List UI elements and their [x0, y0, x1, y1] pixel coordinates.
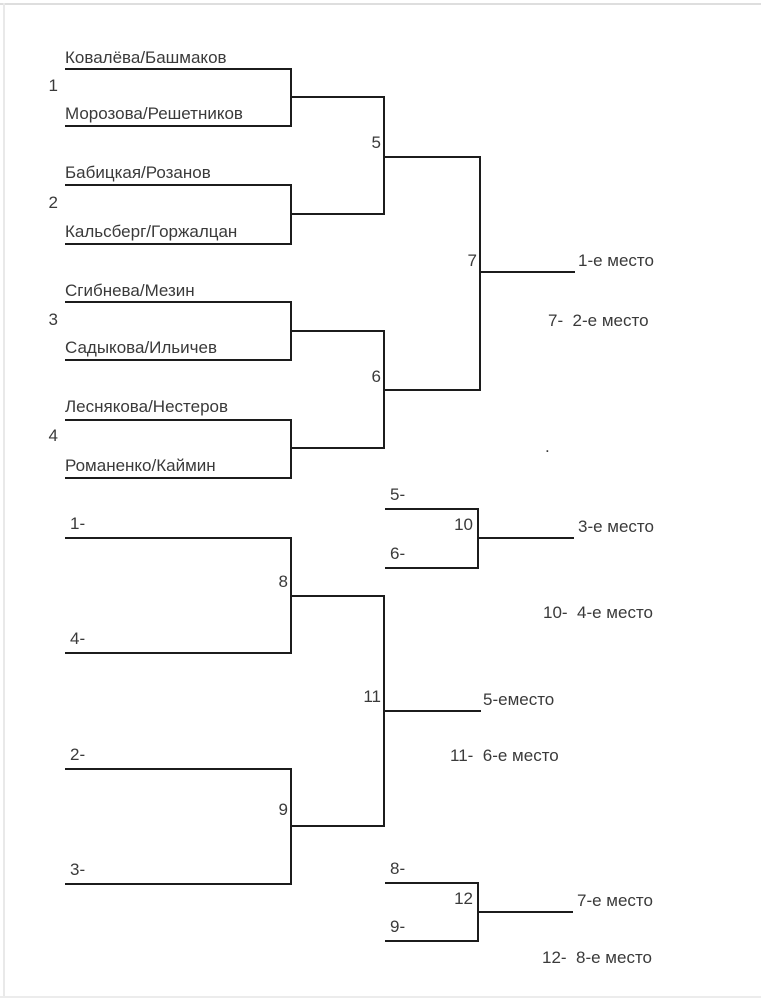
seed-slot: 3-: [70, 860, 86, 879]
bracket-line: [383, 389, 481, 391]
bracket-line: [65, 68, 292, 70]
match-number: 5: [371, 133, 381, 152]
bracket-line: [479, 156, 481, 391]
seed-slot: 8-: [390, 859, 406, 878]
bracket-line: [290, 330, 385, 332]
bracket-line: [290, 825, 385, 827]
bracket-line: [290, 96, 385, 98]
seed-slot: 5-: [390, 485, 406, 504]
page-top-border: [0, 3, 761, 5]
place-label-3rd: 3-е место: [578, 517, 654, 536]
bracket-line: [385, 508, 479, 510]
team-name: Ковалёва/Башмаков: [65, 48, 227, 67]
bracket-line: [385, 567, 479, 569]
bracket-line: [65, 125, 292, 127]
seed-slot: 6-: [390, 544, 406, 563]
match-number: 2: [48, 193, 58, 212]
match-number: 10: [454, 515, 473, 534]
match-number: 3: [48, 310, 58, 329]
page-left-border: [3, 3, 5, 997]
match-number: 12: [454, 889, 473, 908]
bracket-line: [385, 940, 479, 942]
match-number: 8: [278, 572, 288, 591]
bracket-line: [65, 359, 292, 361]
place-label-5th: 5-еместо: [483, 690, 555, 709]
team-name: Романенко/Каймин: [65, 456, 216, 475]
bracket-line: [383, 156, 481, 158]
bracket-line: [65, 768, 292, 770]
bracket-line: [290, 447, 385, 449]
team-name: Садыкова/Ильичев: [65, 338, 217, 357]
bracket-line: [290, 419, 292, 479]
place-label-4th: 10- 4-е место: [543, 603, 654, 622]
place-label-8th: 12- 8-е место: [542, 948, 653, 967]
bracket-line: [65, 883, 292, 885]
team-name: Бабицкая/Розанов: [65, 163, 211, 182]
bracket-line: [477, 911, 573, 913]
seed-slot: 1-: [70, 514, 86, 533]
bracket-line: [65, 477, 292, 479]
place-label-7th: 7-е место: [577, 891, 653, 910]
team-name: Леснякова/Нестеров: [65, 397, 229, 416]
seed-slot: 4-: [70, 629, 86, 648]
bracket-line: [65, 419, 292, 421]
team-name: Кальсберг/Горжалцан: [65, 222, 238, 241]
seed-slot: 2-: [70, 745, 86, 764]
place-label-6th: 11- 6-е место: [450, 746, 559, 765]
bracket-line: [385, 882, 479, 884]
stray-dot: .: [545, 437, 550, 456]
bracket-line: [65, 652, 292, 654]
match-number: 11: [363, 687, 381, 706]
match-number: 9: [278, 800, 288, 819]
bracket-line: [290, 595, 385, 597]
bracket-line: [65, 184, 292, 186]
page-bottom-border: [0, 996, 761, 998]
team-name: Сгибнева/Мезин: [65, 281, 195, 300]
bracket-line: [65, 243, 292, 245]
bracket-line: [290, 213, 385, 215]
place-label-1st: 1-е место: [578, 251, 654, 270]
place-label-2nd: 7- 2-е место: [548, 311, 649, 330]
match-number: 1: [48, 76, 58, 95]
seed-slot: 9-: [390, 917, 406, 936]
bracket-line: [65, 301, 292, 303]
bracket-line: [383, 710, 481, 712]
match-number: 7: [467, 251, 477, 270]
bracket-line: [383, 96, 385, 215]
bracket-line: [65, 537, 292, 539]
match-number: 6: [371, 367, 381, 386]
bracket-line: [479, 271, 575, 273]
match-number: 4: [48, 426, 58, 445]
team-name: Морозова/Решетников: [65, 104, 243, 123]
bracket-line: [477, 537, 574, 539]
